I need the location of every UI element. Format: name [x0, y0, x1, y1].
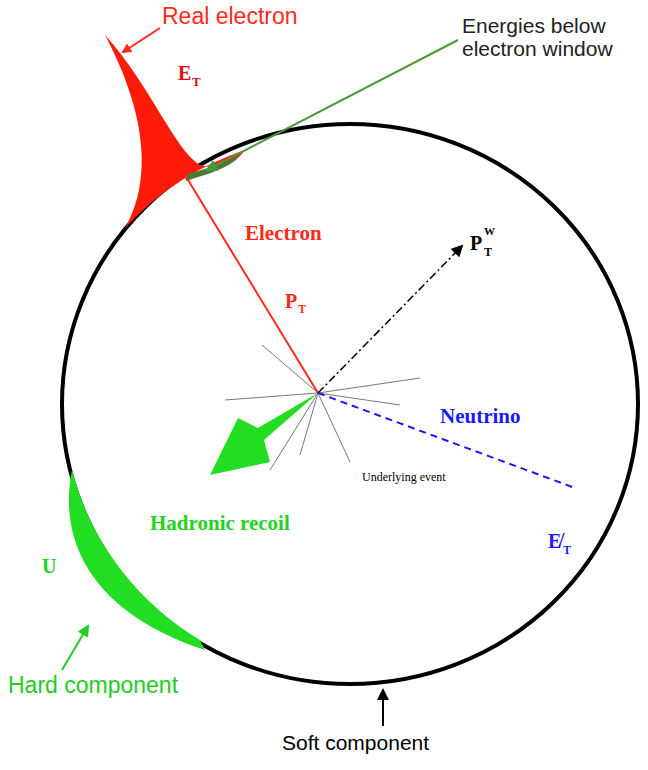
hard-component: [69, 470, 205, 650]
region-label: Hadronic recoil: [150, 512, 290, 535]
callout-label: Soft component: [282, 731, 429, 754]
electron-track: [185, 175, 318, 393]
subscript: T: [484, 246, 492, 259]
callout-label: Real electron: [162, 4, 298, 29]
w-pt-arrow: [318, 246, 462, 393]
calorimeter-ring: [62, 124, 638, 684]
hard-callout: [62, 626, 88, 670]
subscript: T: [563, 544, 571, 557]
neutrino-track: [318, 393, 575, 488]
subscript: T: [298, 303, 306, 316]
recoil-arrow: [210, 393, 318, 475]
symbol: E̸: [548, 530, 561, 552]
electron-callout: [123, 28, 160, 52]
symbol: U: [42, 555, 56, 577]
region-label: Underlying event: [362, 471, 446, 484]
track-label: Neutrino: [440, 405, 521, 428]
callout-label: Energies below electron window: [462, 14, 644, 60]
superscript: W: [484, 225, 495, 237]
electron-deposit: [105, 35, 245, 228]
symbol: E: [178, 62, 191, 84]
symbol: P: [285, 290, 297, 312]
soft-callout: [382, 690, 384, 726]
window-callout: [207, 40, 458, 170]
callout-label: Hard component: [8, 673, 178, 698]
symbol: P: [470, 232, 482, 254]
track-label: Electron: [245, 222, 322, 245]
subscript: T: [192, 75, 201, 89]
